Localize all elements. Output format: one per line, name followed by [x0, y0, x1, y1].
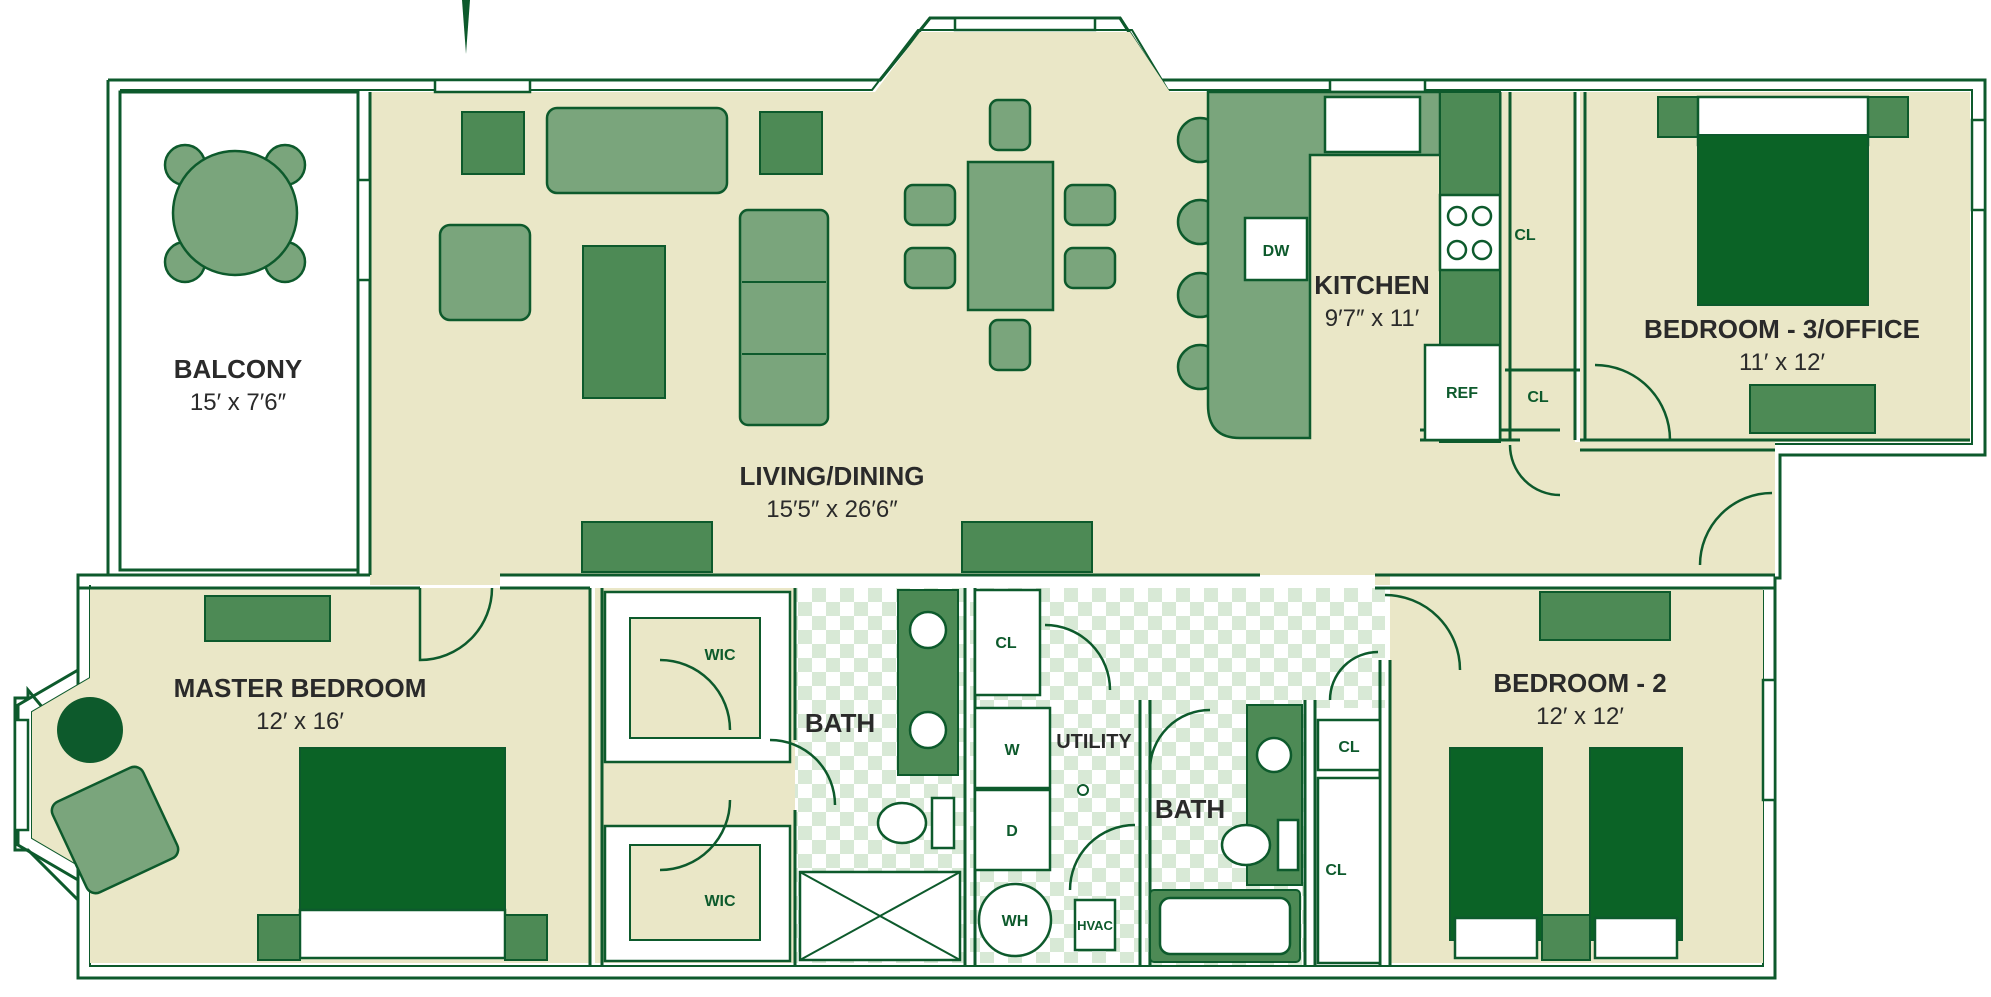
bath1-fixtures [798, 589, 962, 962]
dining-table [903, 98, 1117, 372]
hvac-label: HVAC [1077, 918, 1113, 933]
kitchen-dims: 9′7″ x 11′ [1325, 305, 1420, 332]
dishwasher [1243, 216, 1309, 282]
bath2-label: BATH [1155, 794, 1225, 824]
balcony-label: BALCONY [174, 354, 303, 384]
master-label: MASTER BEDROOM [174, 673, 427, 703]
windows [13, 16, 1987, 832]
kitchen-island [1176, 90, 1502, 443]
wic-label-2: WIC [704, 893, 736, 910]
dryer-label: D [1006, 823, 1018, 840]
floor-bedroom2 [1390, 588, 1763, 963]
utility-fixtures [973, 588, 1117, 958]
kitchen-label: KITCHEN [1314, 270, 1430, 300]
closet-label-utility: CL [995, 635, 1017, 652]
bath2-fixtures [1149, 704, 1303, 963]
wic-label-1: WIC [704, 647, 736, 664]
bedroom3-furniture [1657, 95, 1909, 434]
refrigerator-label: REF [1446, 385, 1478, 402]
bedroom2-furniture [1449, 591, 1683, 961]
closet-label-hall: CL [1527, 389, 1549, 406]
bedroom3-dims: 11′ x 12′ [1739, 349, 1825, 376]
living-dims: 15′5″ x 26′6″ [766, 496, 898, 523]
closet-label-bedroom2: CL [1325, 862, 1347, 879]
bedroom3-label: BEDROOM - 3/OFFICE [1644, 314, 1920, 344]
doors [418, 363, 1773, 891]
master-dims: 12′ x 16′ [256, 708, 344, 735]
bedroom2-label: BEDROOM - 2 [1493, 668, 1666, 698]
living-label: LIVING/DINING [740, 461, 925, 491]
floor-hall [1140, 588, 1385, 708]
closets-bedroom2 [1316, 718, 1382, 965]
living-furniture [438, 106, 1093, 573]
closet-label-kitchen: CL [1514, 227, 1536, 244]
bath1-label: BATH [805, 708, 875, 738]
washer-label: W [1004, 742, 1020, 759]
walk-in-closets [603, 590, 792, 963]
water-heater-label: WH [1002, 913, 1029, 930]
balcony-dims: 15′ x 7′6″ [190, 389, 287, 416]
interior-walls [78, 92, 1970, 966]
dishwasher-label: DW [1263, 243, 1291, 260]
balcony-table [163, 143, 307, 284]
closet-label-bath2: CL [1338, 739, 1360, 756]
master-furniture [50, 595, 548, 961]
bedroom2-dims: 12′ x 12′ [1536, 703, 1624, 730]
utility-label: UTILITY [1056, 731, 1132, 753]
north-arrow-icon [462, 0, 470, 54]
